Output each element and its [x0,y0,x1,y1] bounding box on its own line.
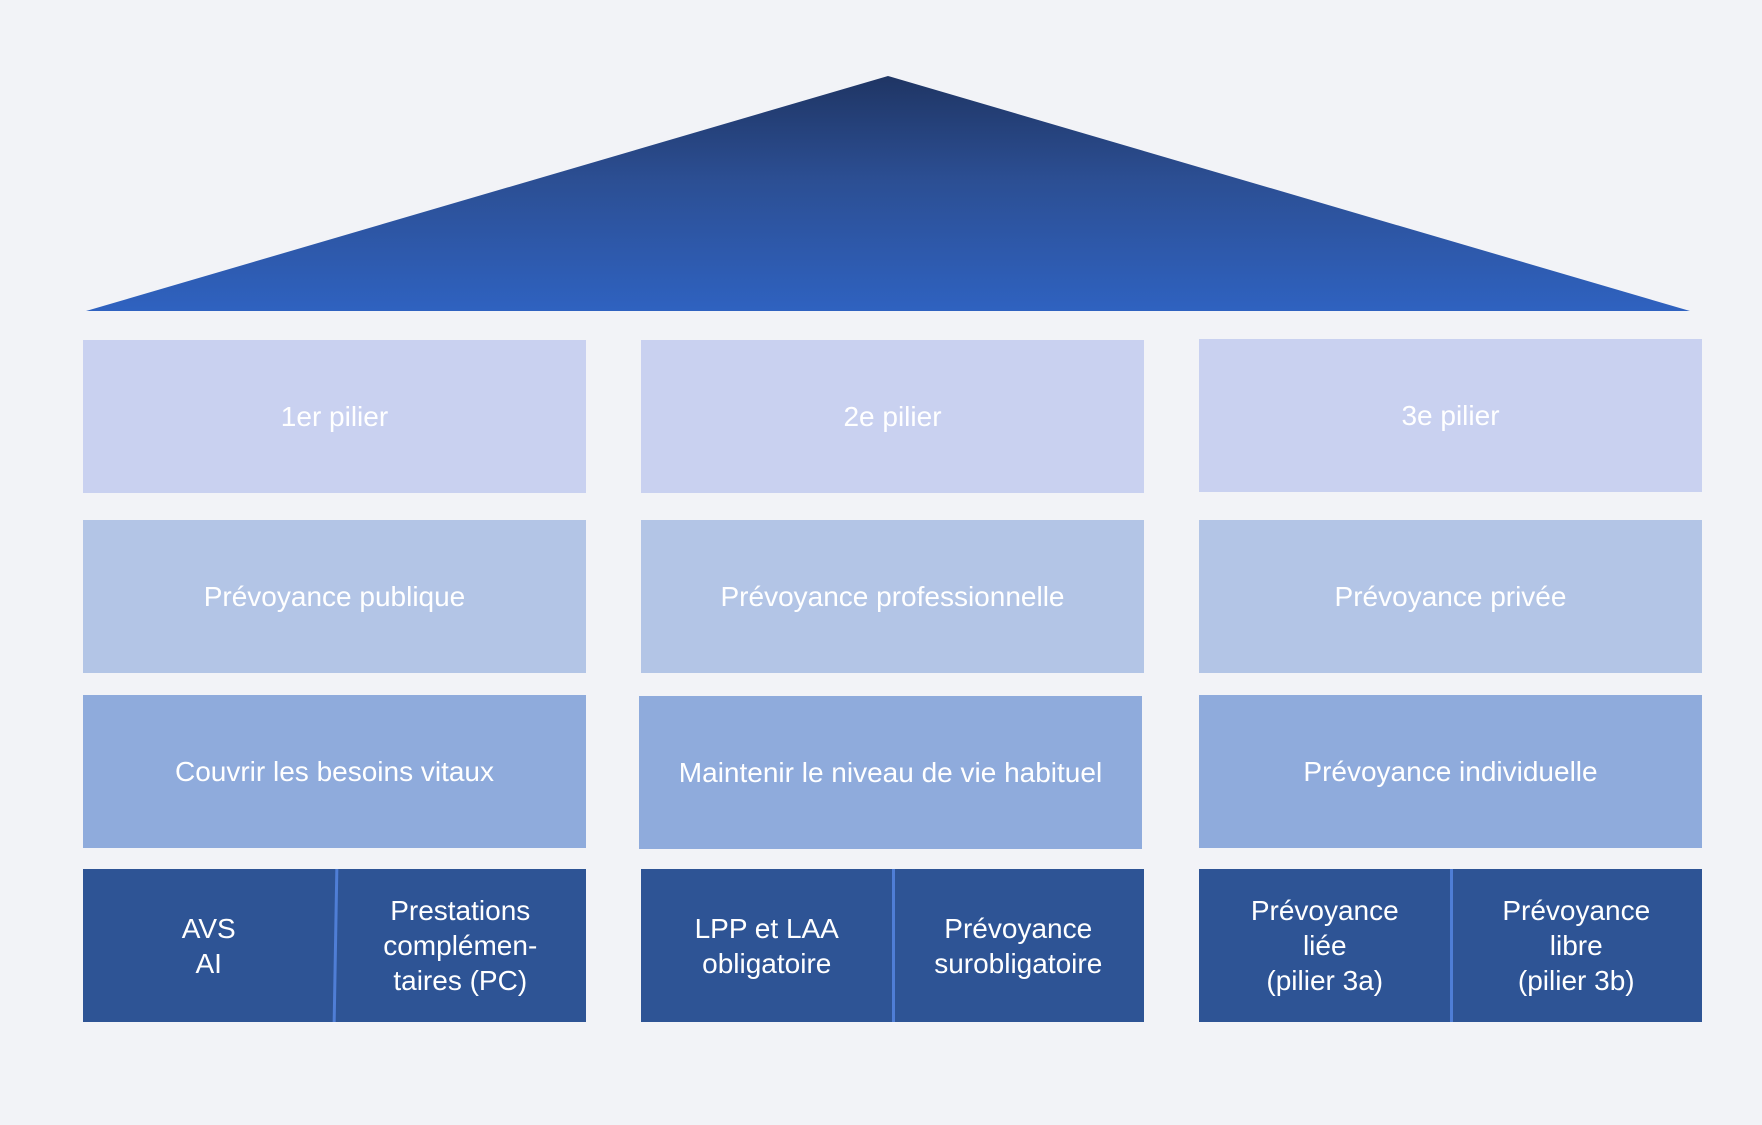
pillar-3-component-2-label: Prévoyance libre (pilier 3b) [1502,895,1651,996]
pillar-1-type: Prévoyance publique [203,581,466,612]
pillar-2-component-1: LPP et LAA obligatoire [641,869,893,1022]
pillar-2-component-2: Prévoyance surobligatoire [893,869,1145,1022]
pillar-1-component-1-label: AVS AI [181,912,236,979]
pillar-1-goal-box: Couvrir les besoins vitaux [83,695,586,848]
pillar-3-title: 3e pilier [1401,400,1500,431]
pillar-2-type: Prévoyance professionnelle [720,581,1065,612]
pillar-3-type-box: Prévoyance privée [1199,520,1702,673]
pillar-3-divider [1449,869,1453,1022]
pillar-1-components: AVS AI Prestations complémen- taires (PC… [83,869,586,1022]
pillar-1-component-1: AVS AI [83,869,335,1022]
pillar-3-goal-box: Prévoyance individuelle [1199,695,1702,848]
pillar-3-components: Prévoyance liée (pilier 3a) Prévoyance l… [1199,869,1702,1022]
pillar-1-title-box: 1er pilier [83,340,586,493]
roof-triangle [86,76,1690,311]
roof [86,76,1690,311]
pillar-2-type-box: Prévoyance professionnelle [641,520,1144,673]
pillar-1-component-2-label: Prestations complémen- taires (PC) [383,895,538,996]
pillar-3-component-2: Prévoyance libre (pilier 3b) [1451,869,1703,1022]
pillar-1-goal: Couvrir les besoins vitaux [174,756,495,787]
pillar-1-title: 1er pilier [280,401,389,432]
pillar-2-divider [891,869,895,1022]
pillar-2-components: LPP et LAA obligatoire Prévoyance surobl… [641,869,1144,1022]
pillar-2-goal-box: Maintenir le niveau de vie habituel [639,696,1142,849]
pillar-2-title: 2e pilier [843,401,942,432]
pillar-1-type-box: Prévoyance publique [83,520,586,673]
pillar-2-goal: Maintenir le niveau de vie habituel [678,757,1103,788]
pillar-1-component-2: Prestations complémen- taires (PC) [335,869,587,1022]
pillar-2-component-1-label: LPP et LAA obligatoire [694,912,839,979]
pillar-3-goal: Prévoyance individuelle [1303,756,1598,787]
pillar-3-title-box: 3e pilier [1199,339,1702,492]
pillar-2-title-box: 2e pilier [641,340,1144,493]
pillar-2-component-2-label: Prévoyance surobligatoire [934,912,1103,979]
pillar-3-component-1-label: Prévoyance liée (pilier 3a) [1250,895,1399,996]
pillar-3-component-1: Prévoyance liée (pilier 3a) [1199,869,1451,1022]
pillar-3-type: Prévoyance privée [1334,581,1567,612]
